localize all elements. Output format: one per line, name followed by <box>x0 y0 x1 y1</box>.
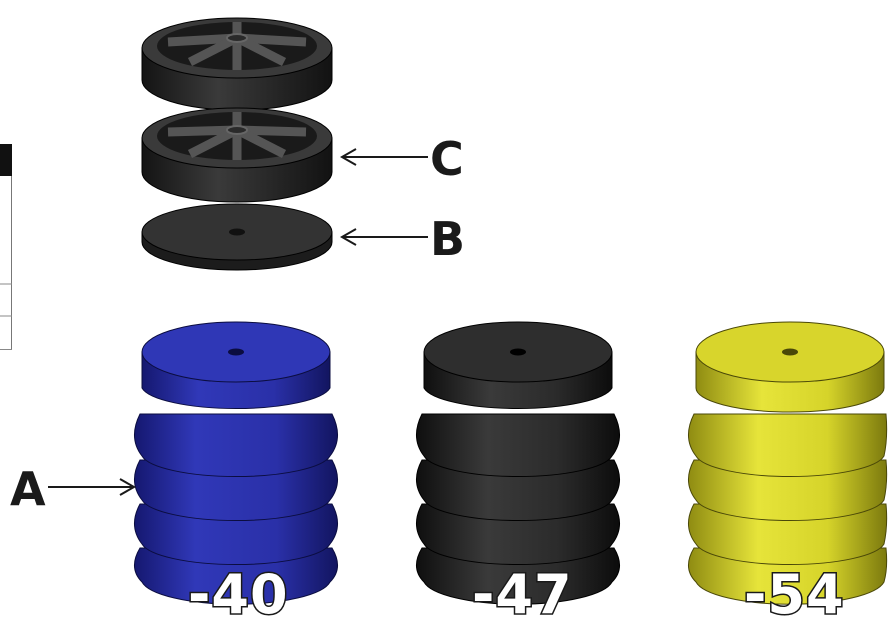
partial-table-edge <box>0 144 12 350</box>
arrow-b <box>339 228 428 246</box>
wheel-top <box>141 17 333 111</box>
bumper-blue <box>134 321 338 605</box>
plate-b <box>141 203 333 271</box>
callout-a-label: A <box>10 462 46 516</box>
arrow-c <box>339 148 428 166</box>
wheel-c <box>141 107 333 203</box>
durometer-label-blue: -40 <box>187 563 290 626</box>
durometer-label-black: -47 <box>471 563 574 626</box>
bumper-yellow <box>688 321 888 605</box>
callout-c-label: C <box>430 132 464 186</box>
arrow-a <box>48 478 137 496</box>
callout-b-label: B <box>430 212 466 266</box>
durometer-label-yellow: -54 <box>743 563 846 626</box>
bumper-black <box>416 321 620 605</box>
